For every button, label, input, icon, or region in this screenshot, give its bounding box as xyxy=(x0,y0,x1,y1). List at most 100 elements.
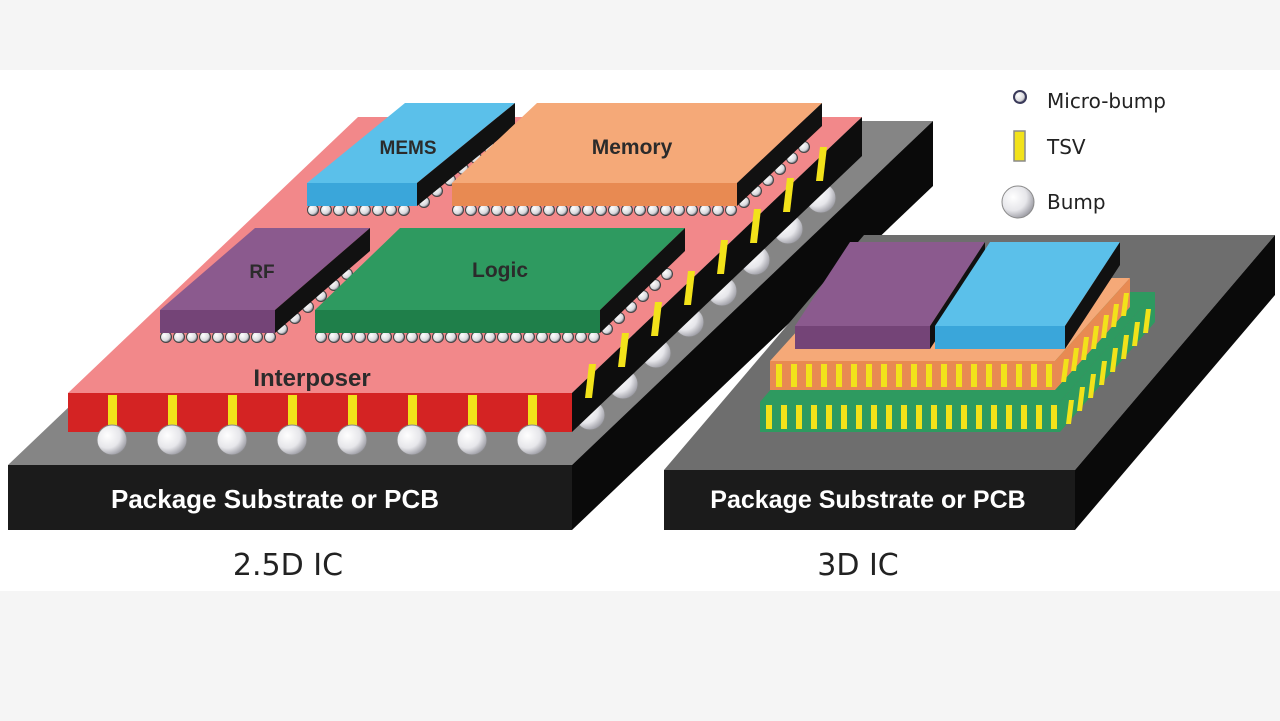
tsv xyxy=(1031,364,1037,387)
tsv xyxy=(836,364,842,387)
interposer-label: Interposer xyxy=(253,365,370,392)
micro-bump xyxy=(160,331,172,343)
tsv xyxy=(816,147,827,181)
bump xyxy=(276,424,308,456)
tsv xyxy=(991,405,997,429)
micro-bump xyxy=(517,204,529,216)
chip-logic: Logic xyxy=(315,228,685,343)
tsv xyxy=(1021,405,1027,429)
tsv xyxy=(1036,405,1042,429)
micro-bump xyxy=(315,331,327,343)
micro-bump xyxy=(341,331,353,343)
tsv xyxy=(881,364,887,387)
tsv xyxy=(1006,405,1012,429)
tsv xyxy=(791,364,797,387)
micro-bump xyxy=(582,204,594,216)
bump xyxy=(396,424,428,456)
left-substrate-front xyxy=(8,465,572,530)
micro-bump xyxy=(523,331,535,343)
stack-die-blue xyxy=(935,242,1120,349)
tsv xyxy=(886,405,892,429)
interposer-side-tsvs xyxy=(585,147,827,398)
tsv xyxy=(1088,374,1096,398)
micro-bump xyxy=(212,331,224,343)
tsv xyxy=(946,405,952,429)
micro-bump xyxy=(575,331,587,343)
diagram-3d-ic: Package Substrate or PCB xyxy=(664,235,1275,530)
rf-label: RF xyxy=(249,262,274,283)
micro-bump xyxy=(359,204,371,216)
tsv xyxy=(971,364,977,387)
micro-bump xyxy=(634,204,646,216)
micro-bump xyxy=(333,204,345,216)
micro-bump xyxy=(556,204,568,216)
tsv xyxy=(528,395,537,430)
micro-bump xyxy=(478,204,490,216)
tsv xyxy=(1046,364,1052,387)
right-substrate-side xyxy=(1075,235,1275,530)
micro-bump xyxy=(307,204,319,216)
tsv xyxy=(1071,348,1079,371)
left-bumps-front xyxy=(96,424,548,456)
interposer-front-tsvs xyxy=(108,395,537,430)
legend: Micro-bump TSV Bump xyxy=(1001,89,1166,219)
tsv xyxy=(1132,322,1140,346)
chip-rf: RF xyxy=(160,228,370,343)
micro-bump xyxy=(497,331,509,343)
micro-bump xyxy=(372,204,384,216)
tsv xyxy=(1121,293,1129,316)
right-substrate-label: Package Substrate or PCB xyxy=(710,486,1025,514)
micro-bump xyxy=(367,331,379,343)
left-substrate-side xyxy=(572,121,933,530)
micro-bump xyxy=(536,331,548,343)
tsv xyxy=(108,395,117,430)
tsv xyxy=(961,405,967,429)
micro-bump xyxy=(380,331,392,343)
left-substrate-label: Package Substrate or PCB xyxy=(111,484,439,514)
micro-bump xyxy=(595,204,607,216)
tsv xyxy=(288,395,297,430)
tsv xyxy=(841,405,847,429)
tsv xyxy=(1111,304,1119,327)
right-substrate-front xyxy=(664,470,1075,530)
micro-bump xyxy=(452,204,464,216)
tsv xyxy=(348,395,357,430)
svg-text:Micro-bump: Micro-bump xyxy=(1047,89,1166,113)
micro-bump xyxy=(432,331,444,343)
micro-bump xyxy=(445,331,457,343)
bump xyxy=(216,424,248,456)
tsv xyxy=(1091,326,1099,349)
micro-bump xyxy=(686,204,698,216)
tsv xyxy=(901,405,907,429)
bump xyxy=(156,424,188,456)
svg-text:Bump: Bump xyxy=(1047,190,1106,214)
micro-bump xyxy=(608,204,620,216)
micro-bump xyxy=(186,331,198,343)
micro-bump xyxy=(549,331,561,343)
micro-bump xyxy=(465,204,477,216)
bump xyxy=(456,424,488,456)
tsv xyxy=(931,405,937,429)
micro-bump xyxy=(484,331,496,343)
mems-label: MEMS xyxy=(380,138,437,159)
tsv xyxy=(986,364,992,387)
micro-bump xyxy=(238,331,250,343)
logic-label: Logic xyxy=(472,259,528,282)
tsv xyxy=(783,178,794,212)
tsv xyxy=(1066,400,1074,424)
legend-micro-bump: Micro-bump xyxy=(1013,89,1166,113)
micro-bump xyxy=(543,204,555,216)
micro-bump xyxy=(385,204,397,216)
tsv xyxy=(1081,337,1089,360)
tsv xyxy=(976,405,982,429)
micro-bump xyxy=(264,331,276,343)
tsv xyxy=(796,405,802,429)
tsv xyxy=(826,405,832,429)
tsv xyxy=(408,395,417,430)
tsv xyxy=(1016,364,1022,387)
tsv xyxy=(168,395,177,430)
legend-tsv: TSV xyxy=(1013,130,1086,162)
micro-bump xyxy=(251,331,263,343)
